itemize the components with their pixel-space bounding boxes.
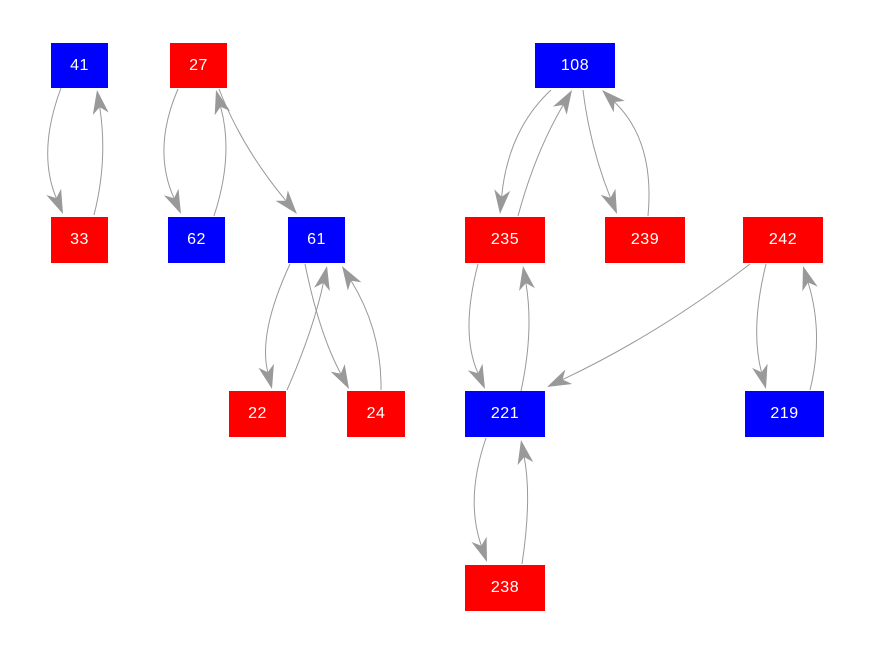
edge-line: [218, 88, 287, 202]
arrowhead-icon: [547, 369, 573, 387]
node-label: 242: [768, 231, 798, 248]
edge-22-61: [286, 266, 330, 391]
arrowhead-icon: [275, 190, 297, 214]
edge-235-108: [517, 90, 572, 217]
edge-61-22: [258, 263, 291, 389]
arrowhead-icon: [602, 90, 625, 113]
edge-219-242: [802, 266, 818, 391]
edge-line: [473, 437, 487, 546]
node-label: 27: [189, 56, 208, 74]
edge-62-27: [213, 90, 231, 217]
edge-line: [614, 101, 650, 217]
graph-node-33[interactable]: 33: [51, 217, 108, 263]
edge-108-235: [494, 89, 552, 214]
edge-line: [582, 89, 611, 199]
edge-line: [47, 87, 62, 199]
node-label: 238: [490, 579, 520, 596]
edge-line: [520, 282, 530, 392]
arrowhead-icon: [330, 364, 349, 389]
edge-239-108: [602, 90, 650, 217]
arrowhead-icon: [467, 363, 485, 389]
node-label: 33: [70, 231, 89, 248]
arrowhead-icon: [752, 363, 768, 389]
edge-108-239: [582, 89, 617, 214]
edge-line: [304, 263, 342, 375]
graph-node-22[interactable]: 22: [229, 391, 286, 437]
graph-node-242[interactable]: 242: [743, 217, 823, 263]
edge-line: [501, 89, 552, 197]
edge-line: [756, 263, 767, 373]
node-label: 219: [770, 405, 799, 422]
graph-node-221[interactable]: 221: [465, 391, 545, 437]
arrowhead-icon: [471, 536, 487, 562]
graph-node-61[interactable]: 61: [288, 217, 345, 263]
edge-line: [213, 106, 227, 217]
edge-line: [807, 282, 818, 391]
arrowhead-icon: [92, 90, 109, 115]
graph-node-41[interactable]: 41: [51, 43, 108, 88]
edge-line: [350, 280, 382, 391]
node-label: 24: [366, 405, 386, 422]
edge-line: [468, 263, 479, 374]
graph-node-239[interactable]: 239: [605, 217, 685, 263]
edge-221-238: [471, 437, 487, 562]
node-label: 41: [70, 56, 89, 74]
node-label: 221: [490, 405, 520, 422]
edge-235-221: [467, 263, 485, 389]
arrowhead-icon: [46, 188, 63, 214]
arrowhead-icon: [214, 90, 231, 116]
arrowhead-icon: [519, 266, 535, 291]
edge-line: [286, 282, 324, 391]
edge-line: [163, 88, 179, 199]
node-label: 239: [630, 231, 660, 248]
arrowhead-icon: [802, 266, 818, 292]
node-label: 22: [248, 405, 267, 422]
arrowhead-icon: [600, 188, 617, 214]
arrowhead-icon: [258, 363, 274, 389]
node-label: 62: [187, 231, 206, 248]
arrowhead-icon: [552, 90, 572, 115]
edge-line: [521, 456, 529, 565]
edge-242-219: [752, 263, 768, 389]
arrowhead-icon: [342, 266, 362, 291]
edge-41-33: [46, 87, 63, 214]
edge-line: [562, 263, 751, 381]
edge-242-221: [547, 263, 751, 387]
edge-27-62: [163, 88, 181, 214]
node-label: 61: [307, 231, 326, 248]
edge-24-61: [342, 266, 382, 391]
graph-node-238[interactable]: 238: [465, 565, 545, 611]
edge-238-221: [517, 440, 534, 565]
edge-221-235: [519, 266, 535, 392]
graph-node-235[interactable]: 235: [465, 217, 545, 263]
graph-node-24[interactable]: 24: [347, 391, 405, 437]
arrowhead-icon: [163, 188, 181, 214]
arrowhead-icon: [314, 266, 330, 292]
arrowhead-icon: [517, 440, 534, 466]
edge-line: [93, 107, 104, 216]
node-label: 235: [490, 231, 520, 248]
edge-27-61: [218, 88, 297, 214]
graph-node-219[interactable]: 219: [745, 391, 824, 437]
edge-line: [265, 263, 291, 373]
edge-61-24: [304, 263, 349, 389]
graph-node-108[interactable]: 108: [535, 43, 615, 88]
graph-node-62[interactable]: 62: [168, 217, 225, 263]
graph-node-27[interactable]: 27: [170, 43, 227, 88]
arrowhead-icon: [494, 189, 511, 214]
edge-33-41: [92, 90, 109, 216]
node-label: 108: [560, 56, 590, 74]
edge-line: [517, 104, 564, 217]
